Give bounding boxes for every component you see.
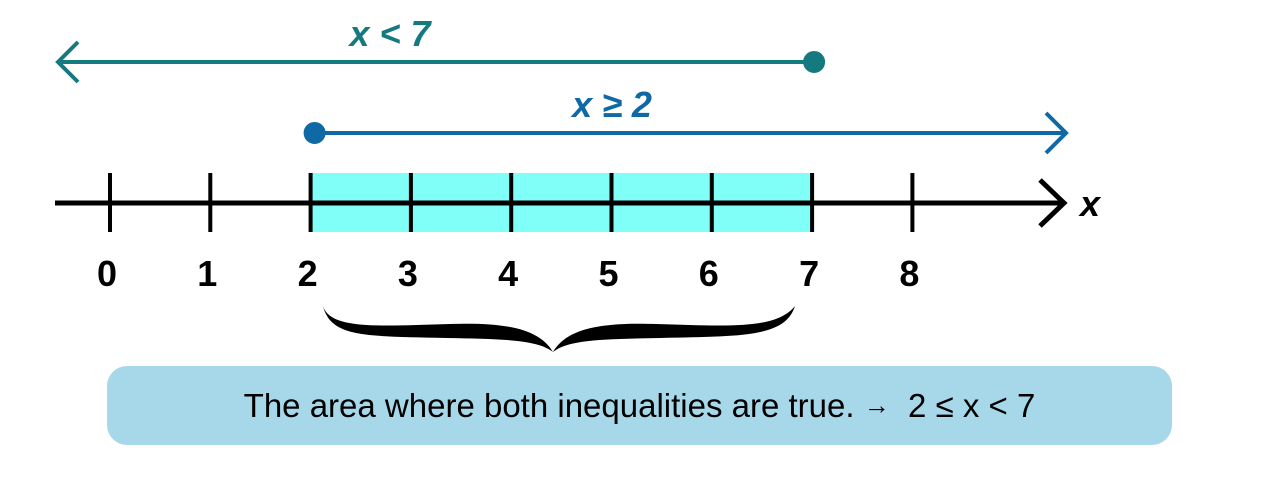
ray-arrow-icon (1044, 111, 1069, 155)
axis-arrow-icon (1038, 178, 1068, 228)
result-caption-box: The area where both inequalities are tru… (107, 366, 1172, 445)
axis-label: x (1078, 183, 1102, 224)
inequality-ray: x ≥ 2 (303, 84, 1069, 155)
caption-text: The area where both inequalities are tru… (243, 386, 864, 424)
number-line-axis: x (55, 178, 1102, 228)
tick-label: 6 (699, 253, 719, 294)
tick-label: 1 (197, 253, 217, 294)
tick-label: 8 (899, 253, 919, 294)
arrow-right-icon: → (863, 390, 890, 420)
endpoint-dot (803, 51, 826, 73)
caption-result: 2 ≤ x < 7 (889, 386, 1036, 424)
tick-label: 7 (799, 253, 819, 294)
inequality-label: x ≥ 2 (570, 84, 652, 125)
endpoint-dot (303, 122, 326, 144)
tick-label: 0 (97, 253, 117, 294)
tick-label: 5 (598, 253, 618, 294)
tick-label: 3 (398, 253, 418, 294)
inequality-label: x < 7 (347, 13, 432, 54)
curly-brace (323, 306, 795, 352)
tick-label: 4 (498, 253, 518, 294)
tick-label: 2 (298, 253, 318, 294)
ray-arrow-icon (55, 40, 80, 84)
inequality-ray: x < 7 (55, 13, 826, 84)
